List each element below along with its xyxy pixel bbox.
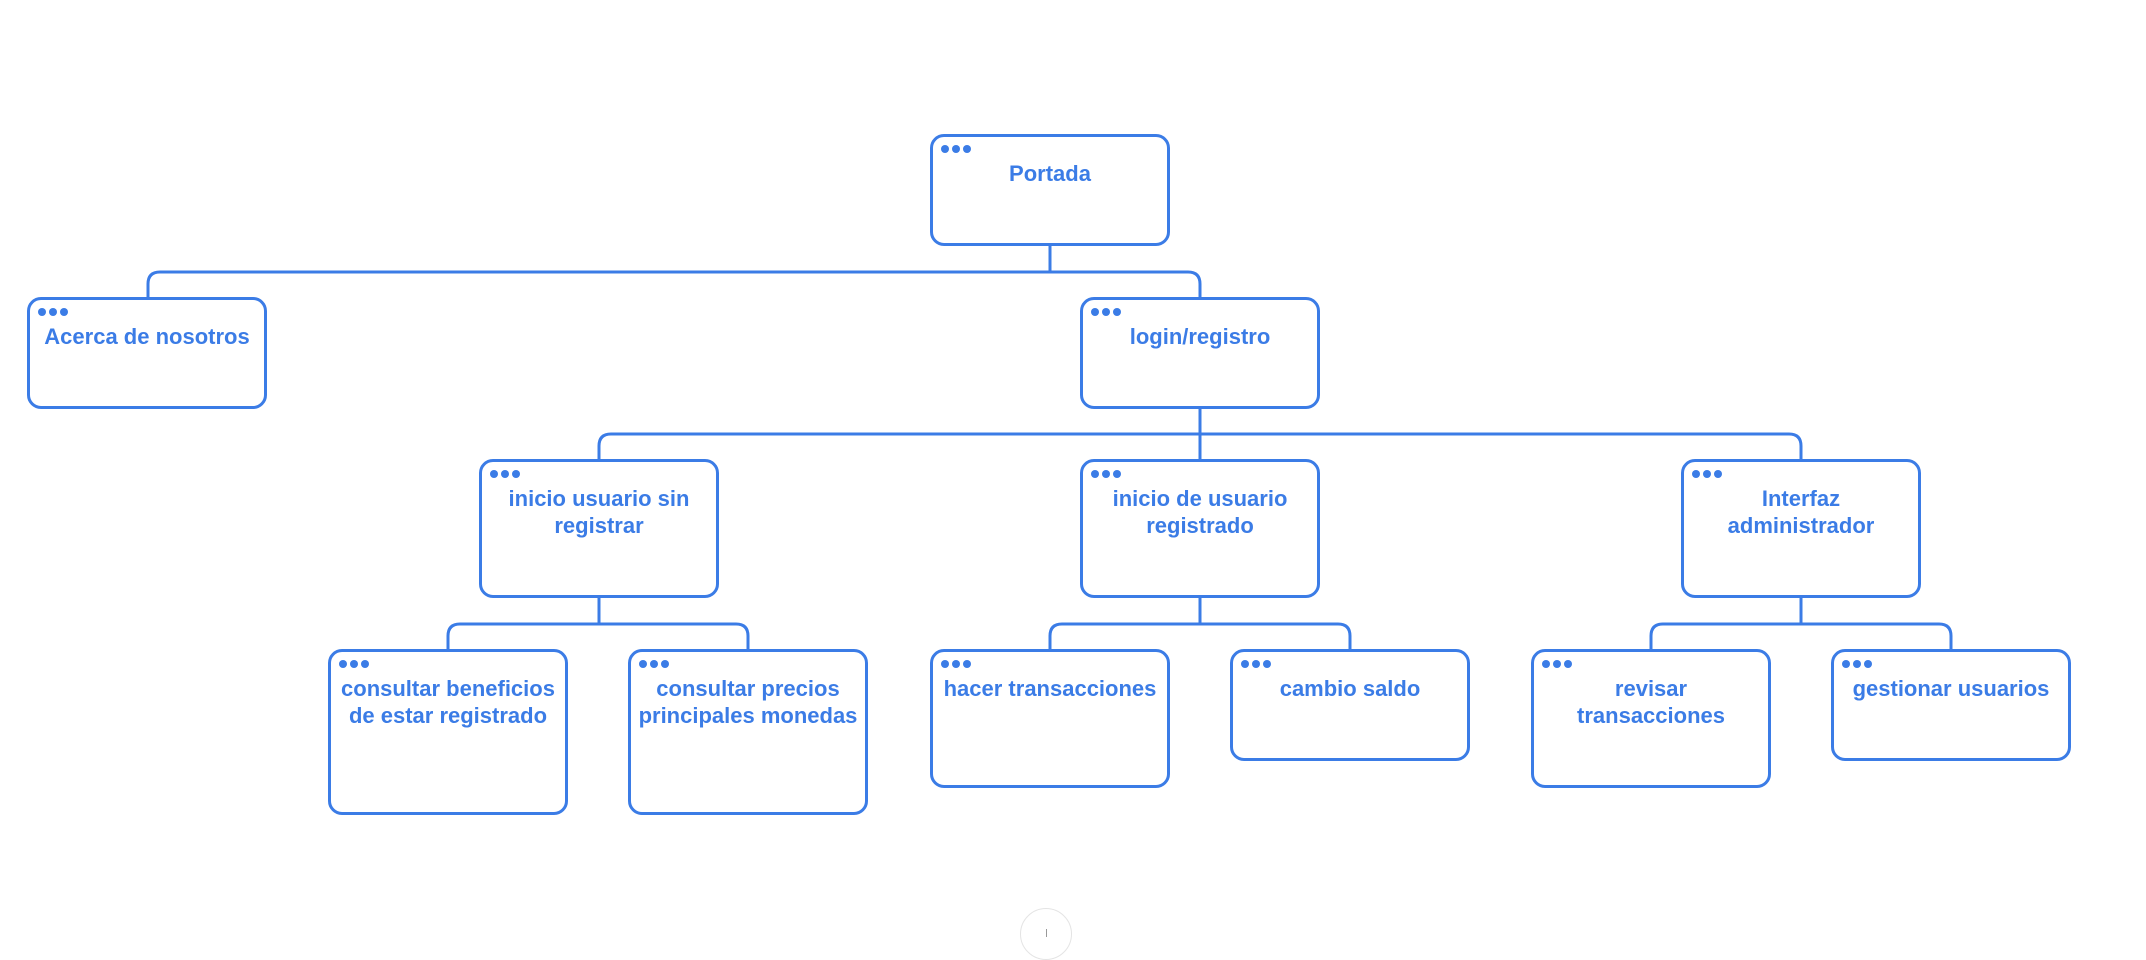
node-label: Interfaz administrador bbox=[1727, 486, 1875, 538]
connector-inicio-registrado-transacciones bbox=[1048, 598, 1202, 649]
window-dots-icon bbox=[1091, 308, 1121, 316]
window-dots-icon bbox=[1091, 470, 1121, 478]
node-label: gestionar usuarios bbox=[1852, 676, 2050, 701]
connector-login-inicio-sin-registrar bbox=[597, 409, 1202, 459]
connector-login-admin bbox=[1200, 432, 1803, 459]
handle-tick-icon bbox=[1046, 929, 1047, 937]
connector-admin-gestionar bbox=[1801, 622, 1953, 649]
node-label: hacer transacciones bbox=[943, 676, 1157, 701]
connector-admin-revisar bbox=[1649, 598, 1803, 649]
connector-lines bbox=[146, 246, 1953, 649]
connector-inicio-sin-registrar-beneficios bbox=[446, 598, 601, 649]
node-label: Acerca de nosotros bbox=[44, 324, 250, 349]
node-label: Portada bbox=[1009, 161, 1091, 186]
node-revisar-transacciones[interactable]: revisar transacciones bbox=[1531, 649, 1771, 788]
connector-portada-acerca bbox=[146, 246, 1052, 297]
node-label: consultar beneficios de estar registrado bbox=[341, 676, 555, 728]
node-hacer-transacciones[interactable]: hacer transacciones bbox=[930, 649, 1170, 788]
node-consultar-precios[interactable]: consultar precios principales monedas bbox=[628, 649, 868, 815]
connector-portada-login bbox=[1050, 270, 1202, 297]
canvas-control-button[interactable] bbox=[1020, 908, 1072, 960]
connector-inicio-registrado-saldo bbox=[1200, 622, 1352, 649]
window-dots-icon bbox=[1842, 660, 1872, 668]
node-label: inicio de usuario registrado bbox=[1112, 486, 1288, 538]
node-inicio-de-usuario-registrado[interactable]: inicio de usuario registrado bbox=[1080, 459, 1320, 598]
window-dots-icon bbox=[1542, 660, 1572, 668]
node-gestionar-usuarios[interactable]: gestionar usuarios bbox=[1831, 649, 2071, 761]
node-consultar-beneficios[interactable]: consultar beneficios de estar registrado bbox=[328, 649, 568, 815]
node-label: revisar transacciones bbox=[1577, 676, 1725, 728]
window-dots-icon bbox=[339, 660, 369, 668]
window-dots-icon bbox=[38, 308, 68, 316]
node-label: consultar precios principales monedas bbox=[638, 676, 858, 728]
node-interfaz-administrador[interactable]: Interfaz administrador bbox=[1681, 459, 1921, 598]
node-label: cambio saldo bbox=[1279, 676, 1421, 701]
node-cambio-saldo[interactable]: cambio saldo bbox=[1230, 649, 1470, 761]
node-label: login/registro bbox=[1129, 324, 1271, 349]
node-acerca-de-nosotros[interactable]: Acerca de nosotros bbox=[27, 297, 267, 409]
node-inicio-usuario-sin-registrar[interactable]: inicio usuario sin registrar bbox=[479, 459, 719, 598]
sitemap-canvas: Portada Acerca de nosotros login/registr… bbox=[27, 134, 2071, 960]
window-dots-icon bbox=[1241, 660, 1271, 668]
node-label: inicio usuario sin registrar bbox=[508, 486, 690, 538]
window-dots-icon bbox=[490, 470, 520, 478]
connector-inicio-sin-registrar-precios bbox=[599, 622, 750, 649]
window-dots-icon bbox=[941, 660, 971, 668]
node-portada[interactable]: Portada bbox=[930, 134, 1170, 246]
window-dots-icon bbox=[1692, 470, 1722, 478]
window-dots-icon bbox=[639, 660, 669, 668]
window-dots-icon bbox=[941, 145, 971, 153]
node-login-registro[interactable]: login/registro bbox=[1080, 297, 1320, 409]
